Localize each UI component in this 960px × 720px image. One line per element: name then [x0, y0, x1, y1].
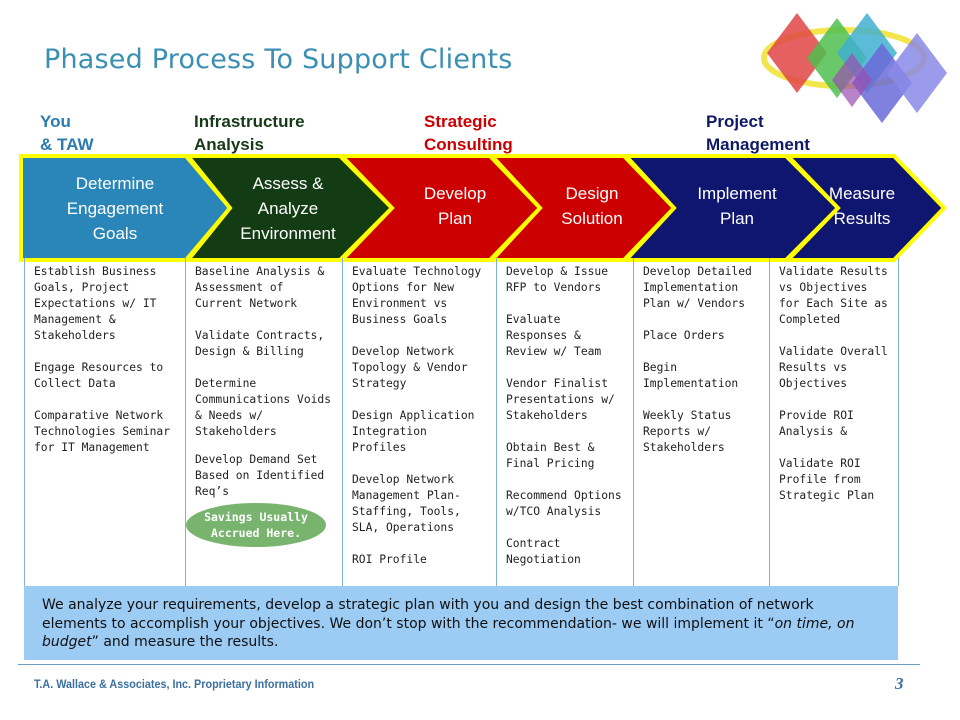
activity-item: Weekly Status Reports w/ Stakeholders [643, 409, 732, 454]
activity-column-implement: Develop Detailed Implementation Plan w/ … [634, 258, 770, 586]
phase-label-determine: Determine Engagement Goals [40, 171, 190, 246]
phase-label-line: Implement [697, 184, 777, 203]
activity-item: Develop Network Management Plan- Staffin… [352, 473, 461, 534]
activity-item: Begin Implementation [643, 361, 739, 390]
activity-column-assess: Baseline Analysis & Assessment of Curren… [186, 258, 343, 586]
activity-item: Establish Business Goals, Project Expect… [34, 265, 157, 342]
savings-badge-line: Savings Usually [204, 510, 308, 524]
activity-item: Provide ROI Analysis & [779, 409, 854, 438]
phase-label-line: Engagement [66, 199, 164, 218]
activity-item: Evaluate Technology Options for New Envi… [352, 265, 482, 326]
group-label-line: Management [706, 135, 810, 154]
phase-label-line: Plan [437, 209, 473, 228]
activity-item: Develop Network Topology & Vendor Strate… [352, 345, 468, 390]
phase-label-develop: Develop Plan [400, 181, 510, 231]
group-label-infrastructure: Infrastructure Analysis [194, 110, 305, 156]
activity-item: Engage Resources to Collect Data [34, 361, 164, 390]
savings-badge-line: Accrued Here. [210, 526, 301, 540]
slide-title: Phased Process To Support Clients [44, 44, 513, 75]
group-label-line: & TAW [40, 135, 94, 154]
phase-label-line: Measure [828, 184, 896, 203]
phase-label-line: Analyze [257, 199, 319, 218]
group-label-you: You & TAW [40, 110, 94, 156]
summary-box: We analyze your requirements, develop a … [24, 586, 898, 660]
activity-item: Validate ROI Profile from Strategic Plan [779, 457, 875, 502]
group-label-strategic: Strategic Consulting [424, 110, 513, 156]
phase-label-line: Plan [719, 209, 755, 228]
group-label-line: Infrastructure [194, 112, 305, 131]
activity-item: Design Application Integration Profiles [352, 409, 475, 454]
activity-item: Baseline Analysis & Assessment of Curren… [195, 265, 325, 310]
group-label-line: Consulting [424, 135, 513, 154]
activity-item: Validate Overall Results vs Objectives [779, 345, 888, 390]
phase-label-measure: Measure Results [807, 181, 917, 231]
savings-badge: Savings Usually Accrued Here. [186, 503, 326, 547]
activity-item: Comparative Network Technologies Seminar… [34, 409, 171, 454]
footer-divider [18, 664, 920, 665]
page-number: 3 [895, 674, 904, 693]
activity-item: Contract Negotiation [506, 537, 581, 566]
activity-item: Develop Demand Set Based on Identified R… [195, 453, 325, 498]
phase-label-line: Solution [561, 209, 623, 228]
activity-item: Determine Communications Voids & Needs w… [195, 377, 332, 438]
phase-label-line: Assess & [252, 174, 324, 193]
phase-label-assess: Assess & Analyze Environment [213, 171, 363, 246]
footer-text: T.A. Wallace & Associates, Inc. Propriet… [34, 677, 315, 691]
activity-item: Recommend Options w/TCO Analysis [506, 489, 622, 518]
activity-column-develop: Evaluate Technology Options for New Envi… [343, 258, 497, 586]
activity-item: Develop & Issue RFP to Vendors [506, 265, 609, 294]
phase-activities-table: Establish Business Goals, Project Expect… [24, 258, 899, 586]
activity-item: Place Orders [643, 329, 725, 342]
group-label-line: Strategic [424, 112, 497, 131]
phase-label-line: Goals [92, 224, 138, 243]
activity-column-determine: Establish Business Goals, Project Expect… [25, 258, 186, 586]
phase-label-line: Develop [423, 184, 487, 203]
activity-item: Vendor Finalist Presentations w/ Stakeho… [506, 377, 615, 422]
group-label-line: Project [706, 112, 764, 131]
phase-label-implement: Implement Plan [677, 181, 797, 231]
summary-emphasis: on time, on budget [42, 615, 855, 651]
summary-text: We analyze your requirements, develop a … [42, 597, 814, 632]
activity-item: Develop Detailed Implementation Plan w/ … [643, 265, 752, 310]
phase-label-line: Determine [75, 174, 155, 193]
phase-label-line: Design [565, 184, 619, 203]
activity-item: Validate Results vs Objectives for Each … [779, 265, 888, 326]
group-label-project: Project Management [706, 110, 810, 156]
phase-arrow-measure [783, 154, 947, 262]
activity-column-design: Develop & Issue RFP to Vendors Evaluate … [497, 258, 634, 586]
summary-text-end: ” and measure the results. [91, 634, 279, 650]
activity-column-measure: Validate Results vs Objectives for Each … [770, 258, 899, 586]
activity-item: Obtain Best & Final Pricing [506, 441, 595, 470]
activity-item: Evaluate Responses & Review w/ Team [506, 313, 602, 358]
phase-label-line: Environment [240, 224, 336, 243]
group-label-line: You [40, 112, 71, 131]
diamond-logo-icon [761, 13, 947, 123]
phase-arrows [19, 154, 947, 262]
activity-item: ROI Profile [352, 553, 427, 566]
group-label-line: Analysis [194, 135, 264, 154]
phase-label-design: Design Solution [537, 181, 647, 231]
phase-label-line: Results [833, 209, 891, 228]
activity-item: Validate Contracts, Design & Billing [195, 329, 325, 358]
